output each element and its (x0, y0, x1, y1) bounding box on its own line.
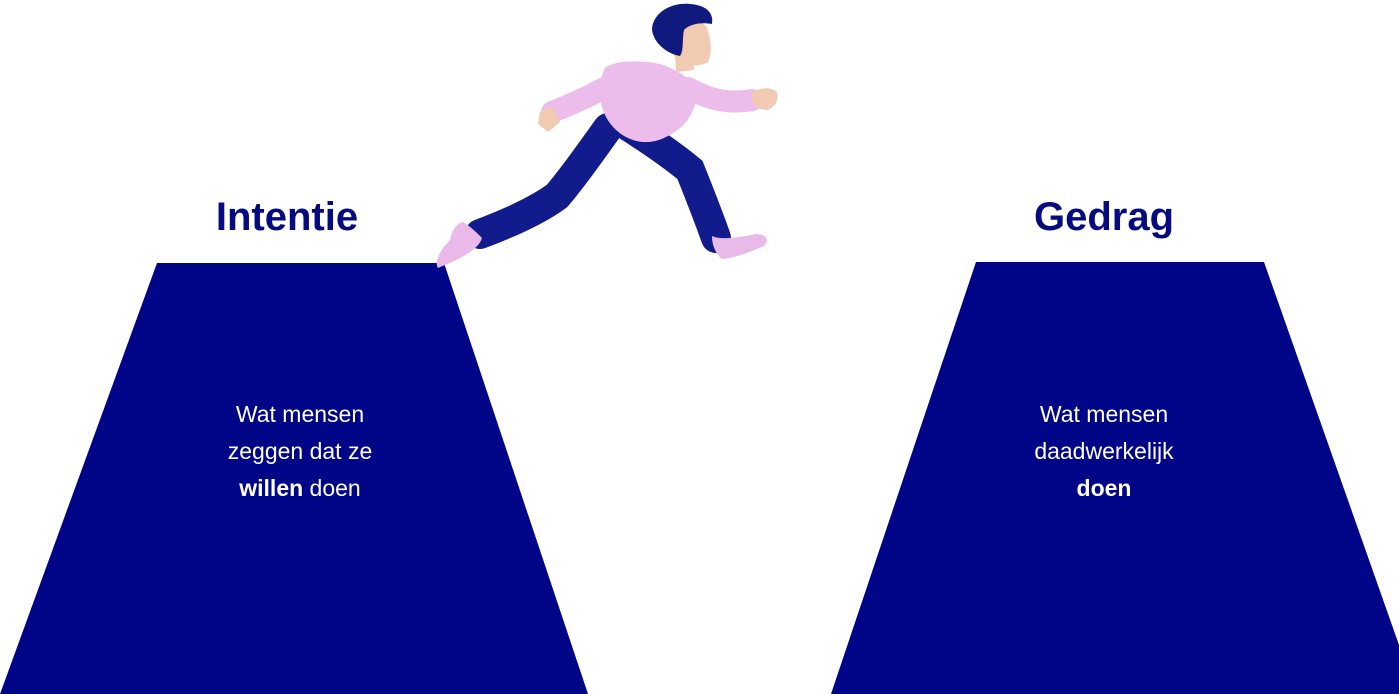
intention-line-1: Wat mensen (235, 401, 365, 427)
behavior-title: Gedrag (1033, 195, 1175, 239)
behavior-description: Wat mensen daadwerkelijk doen (974, 396, 1234, 507)
intention-line-3: willen doen (170, 470, 430, 507)
behavior-emphasis: doen (1076, 475, 1132, 501)
intention-emphasis: willen (239, 475, 304, 501)
running-person-icon (436, 3, 778, 268)
behavior-line-3: doen (974, 470, 1234, 507)
intention-line-3-rest: doen (303, 475, 361, 501)
behavior-line-2: daadwerkelijk (1034, 438, 1174, 464)
intention-title: Intentie (215, 195, 359, 239)
behavior-pillar (831, 262, 1399, 694)
intention-description: Wat mensen zeggen dat ze willen doen (170, 396, 430, 507)
behavior-line-1: Wat mensen (1039, 401, 1169, 427)
intention-line-2: zeggen dat ze (227, 438, 373, 464)
intention-pillar (0, 263, 588, 694)
